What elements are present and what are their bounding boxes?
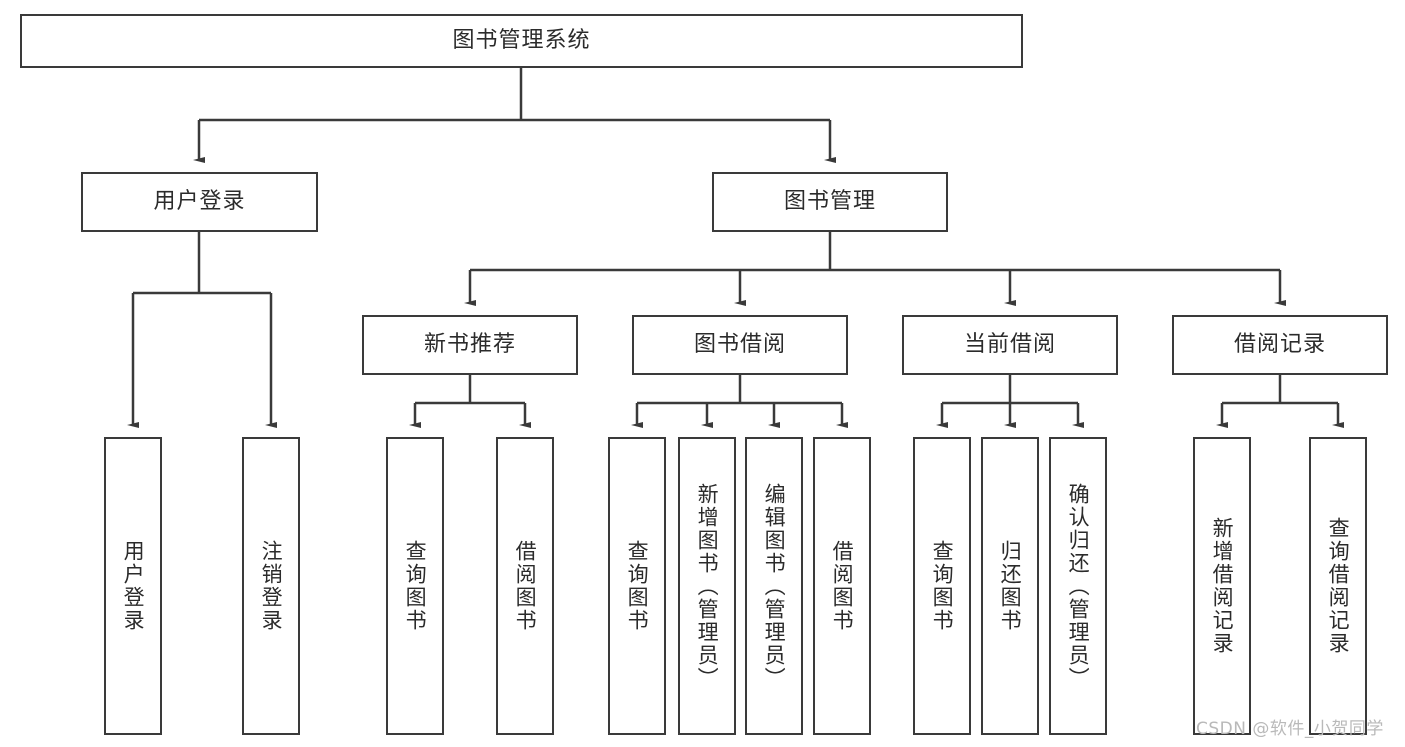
leaf-label: 借阅图书 [513,540,538,632]
leaf-label: 新增借阅记录 [1210,517,1235,655]
node-root[interactable]: 图书管理系统 [20,14,1023,68]
node-borrow-record-label: 借阅记录 [1233,331,1326,357]
leaf-borrow-record-add[interactable]: 新增借阅记录 [1193,437,1251,735]
leaf-label: 新增图书（管理员） [695,482,720,690]
node-book-borrow[interactable]: 图书借阅 [632,315,848,375]
leaf-label: 查询借阅记录 [1326,517,1351,655]
leaf-label: 查询图书 [930,540,955,632]
leaf-current-borrow-confirm[interactable]: 确认归还（管理员） [1049,437,1107,735]
leaf-book-borrow-query[interactable]: 查询图书 [608,437,666,735]
leaf-label: 注销登录 [259,540,284,632]
leaf-label: 查询图书 [403,540,428,632]
leaf-borrow-record-query[interactable]: 查询借阅记录 [1309,437,1367,735]
leaf-label: 确认归还（管理员） [1066,482,1091,690]
node-new-book-recommend-label: 新书推荐 [423,331,516,357]
node-book-management[interactable]: 图书管理 [712,172,948,232]
leaf-book-borrow-borrow[interactable]: 借阅图书 [813,437,871,735]
leaf-current-borrow-return[interactable]: 归还图书 [981,437,1039,735]
leaf-label: 归还图书 [998,540,1023,632]
node-book-management-label: 图书管理 [783,188,876,214]
node-current-borrow-label: 当前借阅 [963,331,1056,357]
leaf-label: 用户登录 [121,540,146,632]
node-user-login-label: 用户登录 [153,188,246,214]
leaf-book-borrow-edit[interactable]: 编辑图书（管理员） [745,437,803,735]
leaf-new-book-query[interactable]: 查询图书 [386,437,444,735]
node-book-borrow-label: 图书借阅 [693,331,786,357]
leaf-label: 借阅图书 [830,540,855,632]
node-new-book-recommend[interactable]: 新书推荐 [362,315,578,375]
leaf-label: 查询图书 [625,540,650,632]
leaf-user-login-logout[interactable]: 注销登录 [242,437,300,735]
node-user-login[interactable]: 用户登录 [81,172,318,232]
node-root-label: 图书管理系统 [452,27,591,53]
leaf-book-borrow-add[interactable]: 新增图书（管理员） [678,437,736,735]
leaf-label: 编辑图书（管理员） [762,482,787,690]
leaf-user-login-login[interactable]: 用户登录 [104,437,162,735]
leaf-current-borrow-query[interactable]: 查询图书 [913,437,971,735]
node-current-borrow[interactable]: 当前借阅 [902,315,1118,375]
watermark-text: CSDN @软件_小贺同学 [1196,719,1384,739]
leaf-new-book-borrow[interactable]: 借阅图书 [496,437,554,735]
node-borrow-record[interactable]: 借阅记录 [1172,315,1388,375]
